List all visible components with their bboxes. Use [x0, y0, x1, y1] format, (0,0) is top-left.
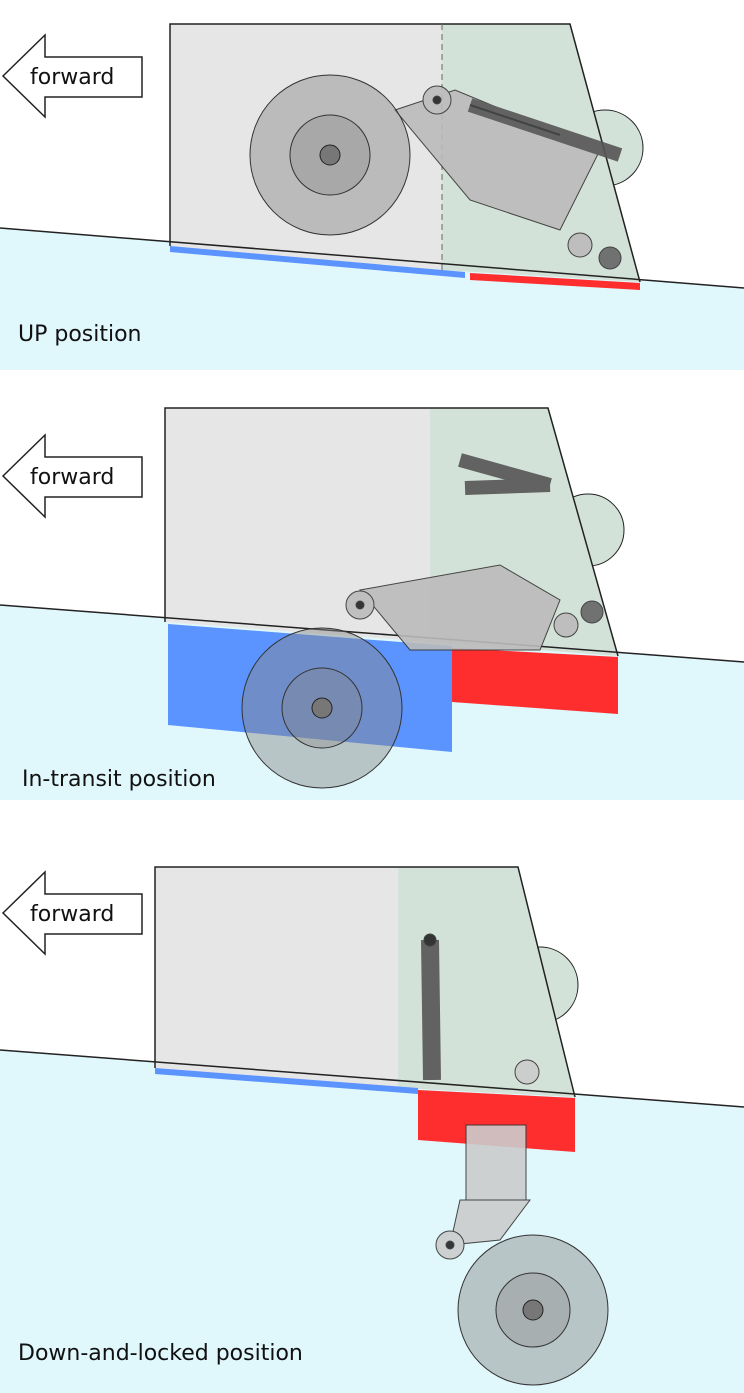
panel-in-transit-position: forward In-transit position	[0, 407, 744, 800]
aft-door-open	[452, 648, 618, 714]
panel-label: UP position	[18, 322, 142, 347]
ground-area	[0, 228, 744, 370]
gear-strut	[345, 453, 604, 651]
forward-bay	[165, 408, 430, 642]
panel-label: Down-and-locked position	[18, 1341, 303, 1366]
gear-strut	[394, 85, 623, 270]
panel-up-position: forward UP position	[0, 23, 744, 370]
aft-door-open	[418, 1090, 575, 1152]
forward-bay	[155, 867, 398, 1088]
aft-bay	[398, 867, 575, 1097]
forward-door-closed	[170, 246, 465, 278]
panel-down-and-locked-position: forward Down-and-locked position	[0, 866, 744, 1393]
forward-door-open	[168, 624, 452, 752]
forward-door-closed	[155, 1068, 418, 1094]
gear-strut	[421, 933, 540, 1260]
forward-label: forward	[30, 902, 114, 927]
wheel-icon	[241, 627, 403, 789]
forward-bay	[170, 24, 442, 270]
forward-label: forward	[30, 465, 114, 490]
wheel-icon	[457, 1234, 609, 1386]
forward-label: forward	[30, 65, 114, 90]
wheel-icon	[249, 74, 411, 236]
aft-door-closed	[470, 273, 640, 290]
panel-label: In-transit position	[22, 767, 216, 792]
